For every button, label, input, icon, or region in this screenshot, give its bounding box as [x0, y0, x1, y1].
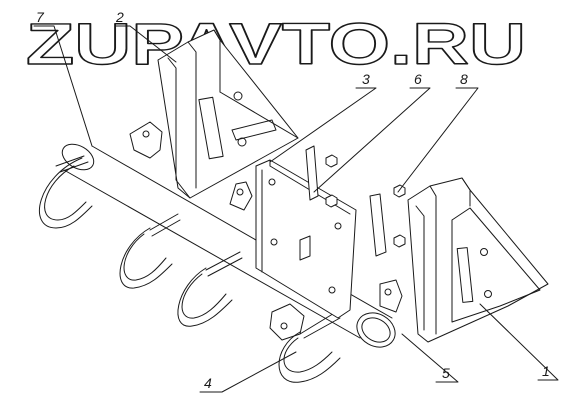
- callout-7: 7: [36, 9, 45, 25]
- callout-6: 6: [414, 71, 422, 87]
- saddle-bracket-bottom: [269, 303, 305, 341]
- callout-2: 2: [115, 9, 124, 25]
- callout-3: 3: [362, 71, 370, 87]
- callout-5: 5: [442, 365, 450, 381]
- watermark-text: ZUPAVTO.RU: [26, 12, 526, 77]
- callout-labels: 7 2 3 6 8 4 5 1: [36, 9, 550, 391]
- bracket-right: [407, 177, 549, 343]
- tube-beam: [61, 143, 396, 348]
- nuts: [325, 154, 406, 248]
- u-bolt-2: [119, 213, 181, 289]
- callout-4: 4: [204, 375, 212, 391]
- u-bolt-4: [278, 311, 341, 383]
- callout-1: 1: [542, 363, 550, 379]
- plate-center: [255, 159, 357, 319]
- leader-lines: [33, 25, 559, 393]
- callout-8: 8: [460, 71, 468, 87]
- u-bolt-1: [39, 155, 93, 229]
- strip-plate: [305, 145, 387, 257]
- u-bolt-3: [177, 251, 243, 327]
- bracket-left: [157, 29, 299, 199]
